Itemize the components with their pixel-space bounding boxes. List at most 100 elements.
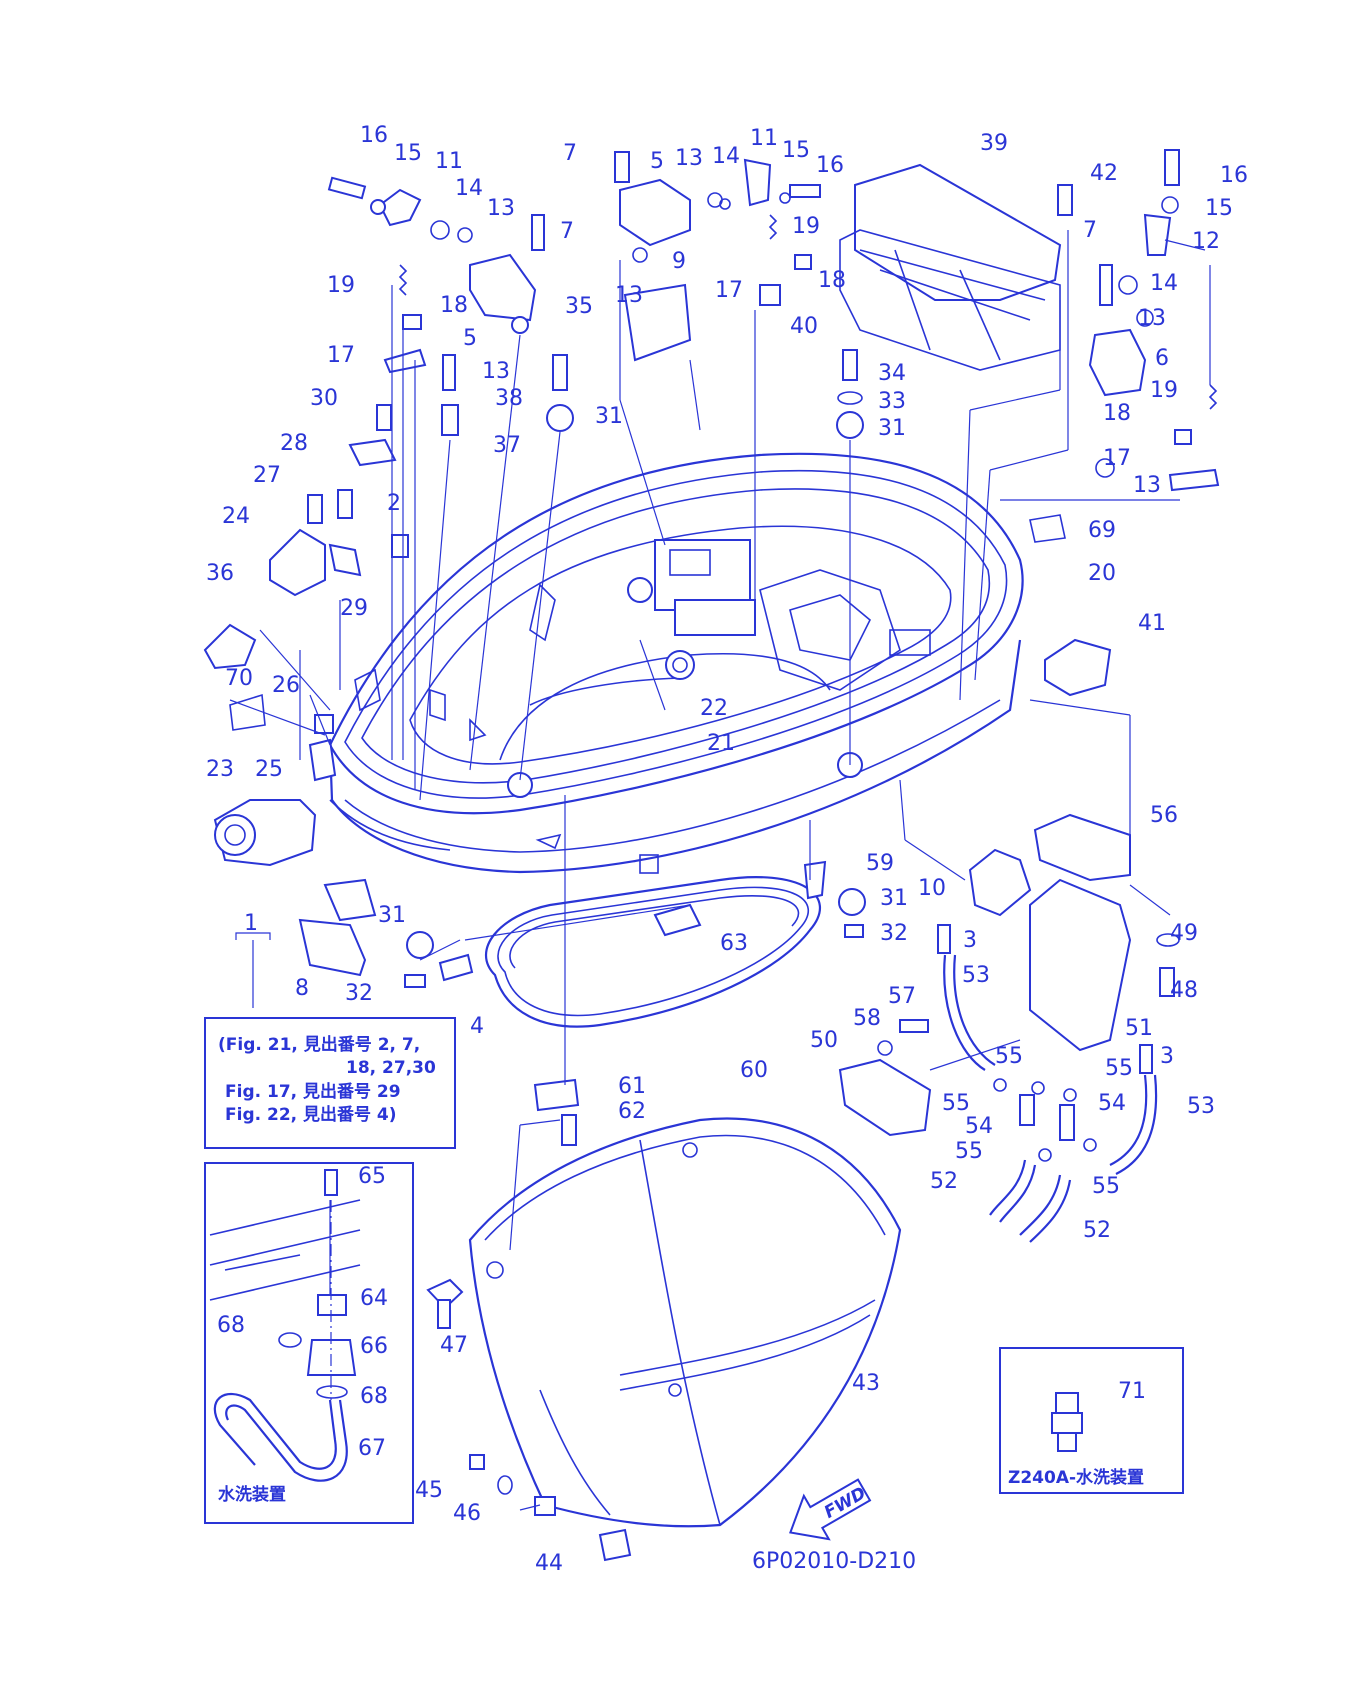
callout: 19 bbox=[1150, 378, 1178, 403]
callout: 13 bbox=[1138, 306, 1166, 331]
callout: 3 bbox=[1160, 1044, 1174, 1069]
callout: 43 bbox=[852, 1371, 880, 1396]
note-line-1: (Fig. 21, 見出番号 2, 7, bbox=[218, 1034, 420, 1055]
cover-plate bbox=[839, 163, 1062, 371]
callout: 14 bbox=[1150, 271, 1178, 296]
callout: 54 bbox=[1098, 1091, 1126, 1116]
callout: 17 bbox=[1103, 446, 1131, 471]
callout: 69 bbox=[1088, 518, 1116, 543]
callout: 31 bbox=[595, 404, 623, 429]
callout: 13 bbox=[487, 196, 515, 221]
callout: 27 bbox=[253, 463, 281, 488]
callout: 36 bbox=[206, 561, 234, 586]
note-box-frame bbox=[204, 1017, 456, 1149]
callout: 55 bbox=[1105, 1056, 1133, 1081]
callout: 32 bbox=[880, 921, 908, 946]
callout: 37 bbox=[493, 433, 521, 458]
callout: 14 bbox=[712, 144, 740, 169]
callout: 7 bbox=[1083, 218, 1097, 243]
callout: 55 bbox=[955, 1139, 983, 1164]
leader-lines bbox=[229, 230, 1211, 1511]
callout: 48 bbox=[1170, 978, 1198, 1003]
callout: 65 bbox=[358, 1164, 386, 1189]
callout: 11 bbox=[750, 126, 778, 151]
callout: 67 bbox=[358, 1436, 386, 1461]
callout: 4 bbox=[470, 1014, 484, 1039]
callout: 32 bbox=[345, 981, 373, 1006]
callout: 18 bbox=[440, 293, 468, 318]
callout: 20 bbox=[1088, 561, 1116, 586]
callout: 61 bbox=[618, 1074, 646, 1099]
callout: 66 bbox=[360, 1334, 388, 1359]
callout: 33 bbox=[878, 389, 906, 414]
callout: 42 bbox=[1090, 161, 1118, 186]
callout: 3 bbox=[963, 928, 977, 953]
inset-water-flush bbox=[204, 1162, 414, 1524]
callout: 57 bbox=[888, 984, 916, 1009]
drawing-code: 6P02010-D210 bbox=[752, 1549, 916, 1574]
callout: 70 bbox=[225, 666, 253, 691]
callout: 13 bbox=[482, 359, 510, 384]
callout: 15 bbox=[1205, 196, 1233, 221]
fwd-arrow-icon: FWD bbox=[789, 1478, 872, 1541]
callout: 5 bbox=[463, 326, 477, 351]
callout: 10 bbox=[918, 876, 946, 901]
callout: 16 bbox=[1220, 163, 1248, 188]
callout: 9 bbox=[672, 249, 686, 274]
callout: 31 bbox=[378, 903, 406, 928]
callout: 15 bbox=[394, 141, 422, 166]
note-line-3: Fig. 17, 見出番号 29 bbox=[225, 1081, 401, 1102]
cowling-seal bbox=[484, 876, 822, 1028]
callout: 50 bbox=[810, 1028, 838, 1053]
callout: 12 bbox=[1192, 229, 1220, 254]
callout: 25 bbox=[255, 757, 283, 782]
callout: 53 bbox=[1187, 1094, 1215, 1119]
callout: 18 bbox=[818, 268, 846, 293]
callout: 16 bbox=[360, 123, 388, 148]
callout: 68 bbox=[217, 1313, 245, 1338]
bottom-cowling bbox=[328, 452, 1024, 874]
callout: 54 bbox=[965, 1114, 993, 1139]
callout: 29 bbox=[340, 596, 368, 621]
callout: 68 bbox=[360, 1384, 388, 1409]
callout: 11 bbox=[435, 149, 463, 174]
callout: 15 bbox=[782, 138, 810, 163]
callout: 58 bbox=[853, 1006, 881, 1031]
callout: 45 bbox=[415, 1478, 443, 1503]
callout: 5 bbox=[650, 149, 664, 174]
callout: 23 bbox=[206, 757, 234, 782]
callout: 62 bbox=[618, 1099, 646, 1124]
callout: 26 bbox=[272, 673, 300, 698]
callout: 49 bbox=[1170, 921, 1198, 946]
callout: 52 bbox=[1083, 1218, 1111, 1243]
callout: 13 bbox=[615, 283, 643, 308]
callout: 24 bbox=[222, 504, 250, 529]
callout: 56 bbox=[1150, 803, 1178, 828]
callout: 52 bbox=[930, 1169, 958, 1194]
note-line-4: Fig. 22, 見出番号 4) bbox=[225, 1104, 397, 1125]
callout: 7 bbox=[563, 141, 577, 166]
callout: 34 bbox=[878, 361, 906, 386]
callout: 55 bbox=[1092, 1174, 1120, 1199]
inset-right-caption: Z240A-水洗装置 bbox=[1008, 1467, 1144, 1488]
callout: 18 bbox=[1103, 401, 1131, 426]
callout: 53 bbox=[962, 963, 990, 988]
callout: 51 bbox=[1125, 1016, 1153, 1041]
callout: 6 bbox=[1155, 346, 1169, 371]
callout: 2 bbox=[387, 491, 401, 516]
callout: 31 bbox=[880, 886, 908, 911]
callout: 41 bbox=[1138, 611, 1166, 636]
callout: 40 bbox=[790, 314, 818, 339]
callout: 1 bbox=[244, 911, 258, 936]
callout: 13 bbox=[1133, 473, 1161, 498]
inset-z240a bbox=[999, 1347, 1184, 1494]
small-parts bbox=[203, 149, 1220, 1562]
callout: 28 bbox=[280, 431, 308, 456]
callout: 46 bbox=[453, 1501, 481, 1526]
callout: 30 bbox=[310, 386, 338, 411]
apron bbox=[468, 1117, 902, 1528]
callout: 59 bbox=[866, 851, 894, 876]
callout-1-bracket bbox=[235, 932, 271, 1008]
callout: 64 bbox=[360, 1286, 388, 1311]
